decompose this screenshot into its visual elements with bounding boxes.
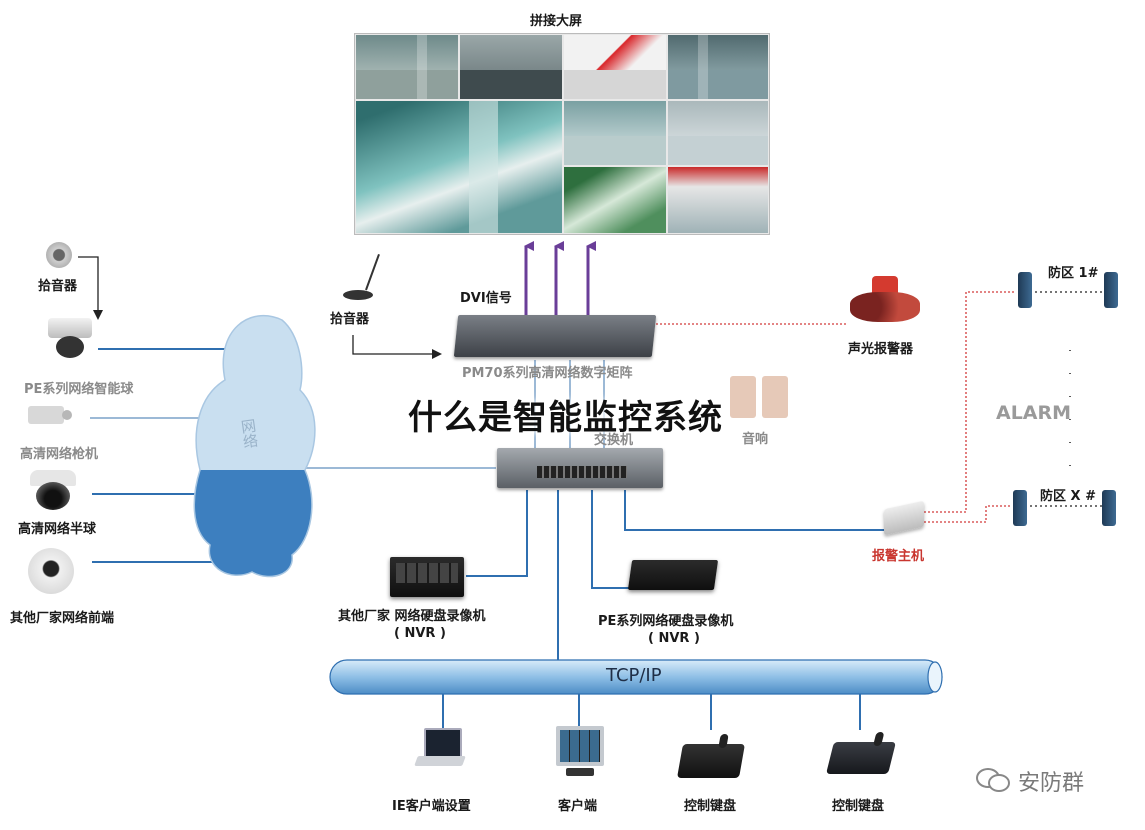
nvr-pe-sub-label: ( NVR ): [648, 631, 700, 646]
zone1-sensor-right: [1104, 272, 1118, 308]
network-switch-device: [497, 448, 663, 488]
siren-label: 声光报警器: [848, 342, 914, 357]
nvr-other-device: [390, 557, 464, 597]
ie-client-label: IE客户端设置: [392, 799, 471, 814]
other-camera-icon: [28, 548, 74, 594]
switch-to-nvr-pe: [591, 490, 630, 589]
other-front-label: 其他厂家网络前端: [10, 611, 115, 626]
nvr-other-label: 其他厂家 网络硬盘录像机: [338, 609, 486, 624]
ptz-camera-icon: [48, 318, 92, 360]
wall-tile: [667, 100, 769, 166]
mic-to-matrix-line: [352, 335, 442, 359]
microphone-icon: [343, 252, 380, 302]
mic-to-ptz-line: [78, 256, 103, 320]
alarm-text: ALARM: [996, 402, 1072, 424]
tcpip-label: TCP/IP: [606, 665, 662, 686]
wall-tile: [355, 34, 459, 100]
wall-tile: [563, 100, 667, 166]
wall-tile: [563, 166, 667, 234]
headline: 什么是智能监控系统: [408, 398, 723, 438]
dome-camera-icon: [30, 470, 76, 512]
laptop-icon: [414, 728, 466, 774]
nvr-pe-device: [627, 560, 719, 590]
keyboard2-label: 控制键盘: [832, 799, 885, 814]
keyboard2-icon: [826, 732, 896, 774]
wall-tile: [667, 166, 769, 234]
digital-matrix-device: [453, 315, 657, 357]
siren-icon: [850, 276, 920, 326]
speaker-icon: [730, 376, 788, 418]
wall-tile: [667, 34, 769, 100]
dome-label: 高清网络半球: [18, 522, 97, 537]
speaker-label: 音响: [742, 432, 769, 447]
video-wall-label: 拼接大屏: [530, 14, 583, 29]
wechat-icon: [976, 766, 1010, 792]
alarm-host-label: 报警主机: [872, 549, 925, 564]
zone1-label: 防区 1#: [1048, 266, 1099, 281]
tcpip-pipe: [329, 659, 943, 695]
wall-tile: [563, 34, 667, 100]
wall-tile: [355, 100, 563, 234]
switch-label: 交换机: [594, 433, 634, 448]
switch-to-alarm-host: [624, 490, 884, 531]
wall-tile: [459, 34, 563, 100]
video-wall: [354, 33, 770, 235]
alarm-to-zonex: [924, 505, 1012, 523]
bullet-camera-icon: [28, 404, 72, 426]
dvi-label: DVI信号: [460, 291, 512, 306]
keyboard1-icon: [677, 734, 745, 778]
bullet-label: 高清网络枪机: [20, 447, 99, 462]
zone1-sensor-left: [1018, 272, 1032, 308]
alarm-to-zone1: [924, 291, 1016, 513]
switch-to-nvr-other: [466, 490, 528, 577]
zonex-sensor-left: [1013, 490, 1027, 526]
nvr-other-sub-label: ( NVR ): [394, 626, 446, 641]
pickup-mic-icon: [46, 242, 72, 268]
zonex-label: 防区 X #: [1040, 489, 1096, 504]
keyboard1-label: 控制键盘: [684, 799, 737, 814]
matrix-label: PM70系列高清网络数字矩阵: [462, 366, 633, 381]
zonex-sensor-right: [1102, 490, 1116, 526]
monitor-icon: [556, 726, 604, 780]
ptz-label: PE系列网络智能球: [24, 382, 134, 397]
mic-center-label: 拾音器: [330, 312, 370, 327]
watermark-text: 安防群: [1018, 771, 1085, 796]
network-cloud: [193, 315, 316, 578]
mic-left-label: 拾音器: [38, 279, 78, 294]
nvr-pe-label: PE系列网络硬盘录像机: [598, 614, 734, 629]
client-label: 客户端: [558, 799, 598, 814]
